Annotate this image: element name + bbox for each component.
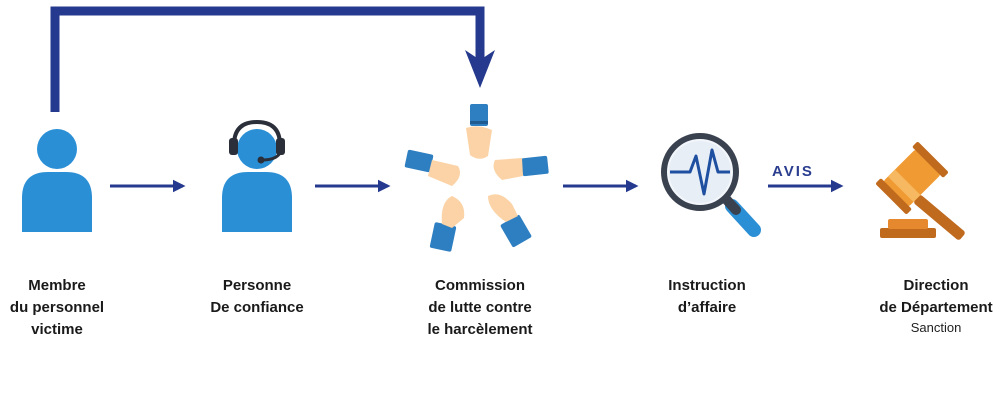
label-line: de lutte contre <box>428 299 532 316</box>
label-line: victime <box>31 321 83 338</box>
label-line: le harcèlement <box>427 321 533 338</box>
avis-label: AVIS <box>772 163 814 180</box>
label-line: Personne <box>222 277 292 294</box>
label-instruction: Instruction d’affaire <box>617 275 797 319</box>
connector-arrowhead <box>465 50 495 88</box>
joined-hands-icon <box>404 104 549 252</box>
headset-person-icon <box>222 119 292 232</box>
label-line: d’affaire <box>677 299 737 316</box>
person-icon <box>22 129 92 232</box>
label-line: De confiance <box>210 299 304 316</box>
label-commission: Commission de lutte contre le harcèlemen… <box>390 275 570 341</box>
label-sub: Sanction <box>910 320 962 335</box>
label-member: Membre du personnel victime <box>0 275 147 341</box>
label-line: Instruction <box>668 277 746 294</box>
label-direction: Direction de Département Sanction <box>846 275 1000 337</box>
label-line: Commission <box>434 277 525 294</box>
direct-report-connector <box>50 6 495 112</box>
label-line: Membre <box>28 277 86 294</box>
label-line: Direction <box>903 277 969 294</box>
label-line: de Département <box>879 299 993 316</box>
gavel-icon <box>876 142 965 240</box>
label-line: du personnel <box>9 299 105 316</box>
label-confidant: Personne De confiance <box>167 275 347 319</box>
magnifier-icon <box>661 133 761 237</box>
